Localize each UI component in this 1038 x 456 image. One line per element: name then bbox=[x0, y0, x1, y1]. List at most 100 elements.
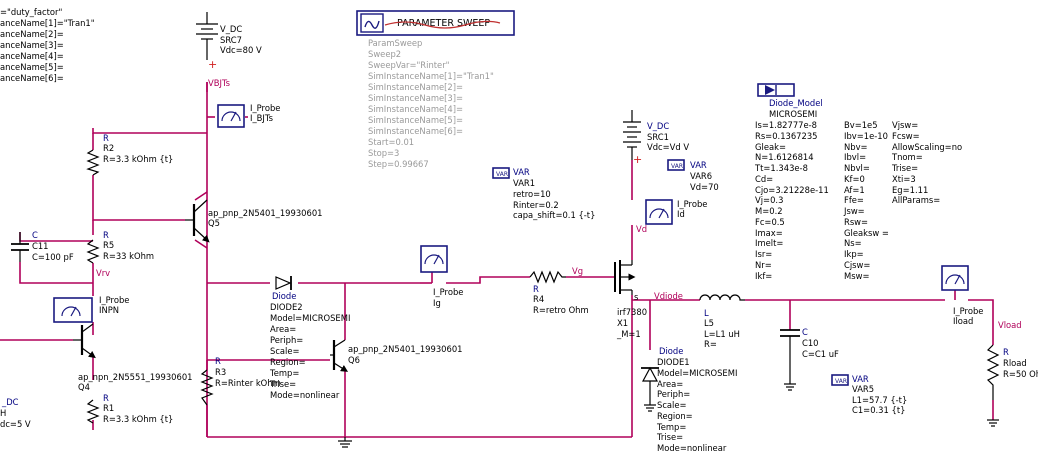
parameter-sweep-panel[interactable]: PARAMETER SWEEP ParamSweep Sweep2 SweepV… bbox=[356, 10, 515, 169]
resistor-r2[interactable]: R R2 R=3.3 kOhm {t} bbox=[86, 133, 173, 176]
r1-param: R=3.3 kOhm {t} bbox=[103, 414, 173, 424]
param-text: Tt=1.343e-8 bbox=[754, 163, 808, 173]
param-text: Eg=1.11 bbox=[892, 185, 928, 195]
ground-icon bbox=[338, 437, 352, 448]
c10-name: C10 bbox=[802, 338, 819, 348]
var1-name: VAR1 bbox=[513, 178, 535, 188]
rload-name: Rload bbox=[1003, 358, 1027, 368]
sweep-line-0: ParamSweep bbox=[368, 38, 422, 48]
probe-id[interactable]: I_Probe Id Vd bbox=[636, 199, 707, 234]
sweep-title: PARAMETER SWEEP bbox=[397, 18, 490, 29]
sweep-line-11: Step=0.99667 bbox=[368, 159, 429, 169]
transistor-q5[interactable]: ap_pnp_2N5401_19930601 Q5 bbox=[185, 199, 323, 243]
src-left-partial[interactable]: _DC H dc=5 V bbox=[0, 397, 31, 429]
transistor-q6[interactable]: ap_pnp_2N5401_19930601 Q6 bbox=[330, 339, 463, 372]
inductor-l5[interactable]: Vdiode L L5 L=L1 uH R= bbox=[654, 291, 745, 349]
diode1-line-7: Mode=nonlinear bbox=[657, 443, 727, 453]
sweep-line-7: SimInstanceName[5]= bbox=[368, 115, 463, 125]
r2-param: R=3.3 kOhm {t} bbox=[103, 154, 173, 164]
r5-param: R=33 kOhm bbox=[103, 251, 154, 261]
param-text: Gleak= bbox=[755, 142, 786, 152]
l5-type: L bbox=[704, 308, 709, 318]
diode-model-block[interactable]: Diode_Model MICROSEMI Is=1.82777e-8 Rs=0… bbox=[754, 83, 962, 281]
src1-source[interactable]: + V_DC SRC1 Vdc=Vd V bbox=[623, 110, 689, 166]
var1-line-0: retro=10 bbox=[513, 189, 551, 199]
r4-param: R=retro Ohm bbox=[533, 305, 589, 315]
sweep-line-8: SimInstanceName[6]= bbox=[368, 126, 463, 136]
probe-bjts[interactable]: I_Probe I_BJTs bbox=[217, 103, 280, 128]
r2-name: R2 bbox=[103, 143, 114, 153]
var1-block[interactable]: VAR VAR VAR1 retro=10 Rinter=0.2 capa_sh… bbox=[492, 167, 595, 220]
param-text: M=0.2 bbox=[755, 206, 783, 216]
probe-iload-name: Iload bbox=[953, 316, 973, 326]
resistor-r3[interactable]: R R3 R=Rinter kOhm bbox=[200, 356, 281, 406]
src1-type: V_DC bbox=[647, 121, 669, 131]
var5-block[interactable]: VAR VAR VAR5 L1=57.7 {-t} C1=0.31 {t} bbox=[831, 374, 907, 415]
sweep-line-6: SimInstanceName[4]= bbox=[368, 104, 463, 114]
var5-name: VAR5 bbox=[852, 384, 874, 394]
param-text: Is=1.82777e-8 bbox=[755, 120, 817, 130]
probe-ig[interactable]: I_Probe Ig bbox=[420, 245, 463, 308]
probe-inpn[interactable]: I_Probe INPN bbox=[53, 295, 129, 323]
l5-param: L=L1 uH bbox=[704, 329, 740, 339]
diode-diode2[interactable]: Diode DIODE2 Model=MICROSEMI Area= Perip… bbox=[269, 276, 350, 400]
param-text: Ns= bbox=[844, 238, 862, 248]
diode1-type: Diode bbox=[659, 346, 683, 356]
x1-model: irf7380 bbox=[617, 307, 647, 317]
plus-icon: + bbox=[633, 153, 642, 166]
param-text: Ffe= bbox=[844, 195, 864, 205]
dmodel-type: Diode_Model bbox=[769, 98, 823, 108]
dmodel-col2: Bv=1e5 Ibv=1e-10 Nbv= Ibvl= Nbvl= Kf=0 A… bbox=[843, 120, 889, 281]
c10-param: C=C1 uF bbox=[802, 349, 839, 359]
param-text: Jsw= bbox=[843, 206, 865, 216]
param-text: AllowScaling=no bbox=[892, 142, 962, 152]
param-text: Isr= bbox=[755, 249, 772, 259]
r5-type: R bbox=[103, 230, 109, 240]
left-line-5: anceName[5]= bbox=[0, 62, 64, 72]
net-vrv: Vrv bbox=[96, 268, 110, 278]
diode1-line-1: Area= bbox=[657, 379, 683, 389]
resistor-rload[interactable]: R Rload R=50 Oh bbox=[986, 344, 1038, 427]
var1-line-2: capa_shift=0.1 {-t} bbox=[513, 210, 595, 220]
resistor-r4[interactable]: Vg R R4 R=retro Ohm bbox=[529, 266, 589, 315]
src7-param: Vdc=80 V bbox=[220, 45, 262, 55]
diode2-line-7: Mode=nonlinear bbox=[270, 390, 340, 400]
diode2-line-3: Scale= bbox=[270, 346, 300, 356]
capacitor-c10[interactable]: C C10 C=C1 uF bbox=[780, 327, 839, 391]
param-text: Imelt= bbox=[755, 238, 783, 248]
var5-line-0: L1=57.7 {-t} bbox=[852, 395, 907, 405]
probe-iload-type: I_Probe bbox=[953, 306, 983, 316]
dmodel-name: MICROSEMI bbox=[769, 109, 817, 119]
net-vg: Vg bbox=[572, 266, 583, 276]
transistor-q4[interactable]: ap_npn_2N5551_19930601 Q4 bbox=[73, 323, 192, 392]
capacitor-c11[interactable]: C C11 C=100 pF bbox=[11, 230, 74, 262]
resistor-r1[interactable]: R R1 R=3.3 kOhm {t} bbox=[86, 393, 173, 424]
left-partial-sweep: ="duty_factor" anceName[1]="Tran1" anceN… bbox=[0, 7, 95, 83]
probe-iload[interactable]: I_Probe Iload Vload bbox=[941, 265, 1022, 330]
param-text: Tnom= bbox=[891, 152, 923, 162]
r4-type: R bbox=[533, 284, 539, 294]
probe-inpn-type: I_Probe bbox=[99, 295, 129, 305]
sweep-line-1: Sweep2 bbox=[368, 49, 401, 59]
param-text: Ikp= bbox=[844, 249, 864, 259]
c10-type: C bbox=[802, 327, 808, 337]
sweep-line-4: SimInstanceName[2]= bbox=[368, 82, 463, 92]
src7-source[interactable]: + V_DC SRC7 Vdc=80 V VBJTs bbox=[196, 12, 262, 88]
net-vbjts: VBJTs bbox=[208, 78, 230, 88]
diode-diode1[interactable]: Diode DIODE1 Model=MICROSEMI Area= Perip… bbox=[641, 346, 737, 453]
r4-name: R4 bbox=[533, 294, 544, 304]
var1-type: VAR bbox=[513, 167, 530, 177]
src7-type: V_DC bbox=[220, 24, 242, 34]
mosfet-x1[interactable]: s irf7380 X1 _M=1 bbox=[614, 260, 647, 339]
net-vdiode: Vdiode bbox=[654, 291, 683, 301]
var6-name: VAR6 bbox=[690, 171, 712, 181]
left-line-2: anceName[2]= bbox=[0, 29, 64, 39]
r5-name: R5 bbox=[103, 240, 114, 250]
left-line-1: anceName[1]="Tran1" bbox=[0, 18, 95, 28]
var6-line-0: Vd=70 bbox=[690, 182, 719, 192]
resistor-r5[interactable]: R R5 R=33 kOhm bbox=[86, 230, 154, 264]
var6-block[interactable]: VAR VAR VAR6 Vd=70 bbox=[667, 159, 719, 192]
plus-icon: + bbox=[208, 58, 217, 71]
src7-name: SRC7 bbox=[220, 35, 242, 45]
